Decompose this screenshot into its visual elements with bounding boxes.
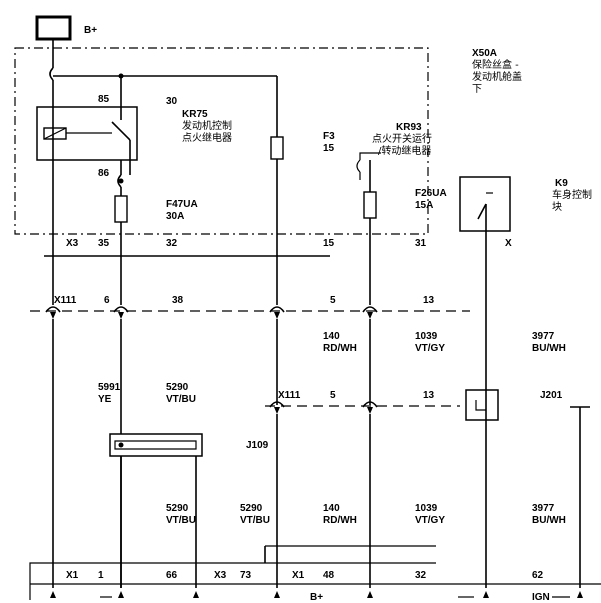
module-k9-id: K9 bbox=[555, 178, 568, 189]
wire-1039-color: VT/GY bbox=[415, 343, 445, 354]
module-k9-name-1: 车身控制 bbox=[552, 188, 592, 201]
x111-b-pin-5: 5 bbox=[330, 390, 336, 401]
module-k9-switch-box bbox=[459, 176, 511, 232]
bottom-pin-62: 62 bbox=[532, 570, 544, 581]
bottom-bplus-label: B+ bbox=[310, 592, 323, 603]
fuse-f3-id: F3 bbox=[323, 131, 335, 142]
fuse-f47ua-id: F47UA bbox=[166, 199, 198, 210]
wire-5991-circuit: 5991 bbox=[98, 382, 121, 393]
x111-a-pin-6: 6 bbox=[104, 295, 110, 306]
relay-kr75-pin-30: 30 bbox=[166, 96, 178, 107]
wire-lower-5290-b-circuit: 5290 bbox=[240, 503, 263, 514]
fuse-box-name-1: 保险丝盒 - bbox=[472, 58, 519, 71]
x111-b-pin-13: 13 bbox=[423, 390, 435, 401]
wire-lower-140-circuit: 140 bbox=[323, 503, 340, 514]
module-k9-name-2: 块 bbox=[552, 201, 562, 213]
wire-lower-3977-circuit: 3977 bbox=[532, 503, 555, 514]
x111-b-label: X111 bbox=[278, 390, 301, 401]
wire-5290-color: VT/BU bbox=[166, 394, 196, 405]
splice-j109-block bbox=[109, 433, 203, 457]
fuse-f47ua-rating: 30A bbox=[166, 211, 184, 222]
wire-140-circuit: 140 bbox=[323, 331, 340, 342]
bottom-x1-a: X1 bbox=[66, 570, 79, 581]
fuse-box-name-3: 下 bbox=[472, 84, 482, 95]
x111-a-pin-38: 38 bbox=[172, 295, 184, 306]
x3-top-pin-32: 32 bbox=[166, 238, 178, 249]
relay-kr93-id: KR93 bbox=[396, 122, 422, 133]
relay-kr93-name-2: /转动继电器 bbox=[378, 144, 431, 157]
fuse-box-name-2: 发动机舱盖 bbox=[472, 70, 522, 83]
wire-lower-140-color: RD/WH bbox=[323, 515, 357, 526]
splice-j201: J201 bbox=[540, 390, 563, 401]
x111-a-pin-5: 5 bbox=[330, 295, 336, 306]
x3-top-pin-35: 35 bbox=[98, 238, 110, 249]
relay-kr75-name-2: 点火继电器 bbox=[182, 131, 232, 144]
relay-kr75-name-1: 发动机控制 bbox=[182, 119, 232, 132]
bottom-pin-66: 66 bbox=[166, 570, 178, 581]
wire-1039-circuit: 1039 bbox=[415, 331, 438, 342]
wire-3977-circuit: 3977 bbox=[532, 331, 555, 342]
bottom-x1-b: X1 bbox=[292, 570, 305, 581]
relay-kr75-id: KR75 bbox=[182, 109, 208, 120]
fuse-f3 bbox=[270, 136, 284, 160]
bottom-pin-73: 73 bbox=[240, 570, 252, 581]
relay-kr93-name-1: 点火开关运行 bbox=[372, 132, 432, 145]
bottom-ign-label: IGN bbox=[532, 592, 550, 603]
splice-j109: J109 bbox=[246, 440, 269, 451]
wire-lower-1039-circuit: 1039 bbox=[415, 503, 438, 514]
relay-kr75-pin-86: 86 bbox=[98, 168, 110, 179]
bottom-connector-outline bbox=[29, 562, 270, 600]
wire-lower-5290-a-color: VT/BU bbox=[166, 515, 196, 526]
bottom-pin-1: 1 bbox=[98, 570, 104, 581]
fuse-box-id: X50A bbox=[472, 48, 497, 59]
bottom-x3: X3 bbox=[214, 570, 227, 581]
wire-5290-circuit: 5290 bbox=[166, 382, 189, 393]
wire-lower-3977-color: BU/WH bbox=[532, 515, 566, 526]
x111-a-pin-13: 13 bbox=[423, 295, 435, 306]
wire-140-color: RD/WH bbox=[323, 343, 357, 354]
wire-lower-5290-b-color: VT/BU bbox=[240, 515, 270, 526]
bplus-top-label: B+ bbox=[84, 25, 97, 36]
x111-a-label: X111 bbox=[54, 295, 77, 306]
wire-5991-color: YE bbox=[98, 394, 112, 405]
relay-kr75-box bbox=[36, 106, 138, 161]
wire-lower-5290-a-circuit: 5290 bbox=[166, 503, 189, 514]
x3-top-pin-15: 15 bbox=[323, 238, 335, 249]
fuse-f26ua bbox=[363, 191, 377, 219]
fuse-f26ua-rating: 15A bbox=[415, 200, 433, 211]
x3-top-label: X3 bbox=[66, 238, 79, 249]
bottom-pin-48: 48 bbox=[323, 570, 335, 581]
k9-inline-connector bbox=[465, 389, 499, 421]
wire-lower-1039-color: VT/GY bbox=[415, 515, 445, 526]
wire-3977-color: BU/WH bbox=[532, 343, 566, 354]
x3-top-pin-31: 31 bbox=[415, 238, 427, 249]
relay-kr75-pin-85: 85 bbox=[98, 94, 110, 105]
bottom-pin-32: 32 bbox=[415, 570, 427, 581]
fuse-f47ua bbox=[114, 195, 128, 223]
battery-block bbox=[35, 15, 72, 41]
module-k9-connector: X bbox=[505, 238, 512, 249]
fuse-f26ua-id: F26UA bbox=[415, 188, 447, 199]
fuse-f3-rating: 15 bbox=[323, 143, 335, 154]
